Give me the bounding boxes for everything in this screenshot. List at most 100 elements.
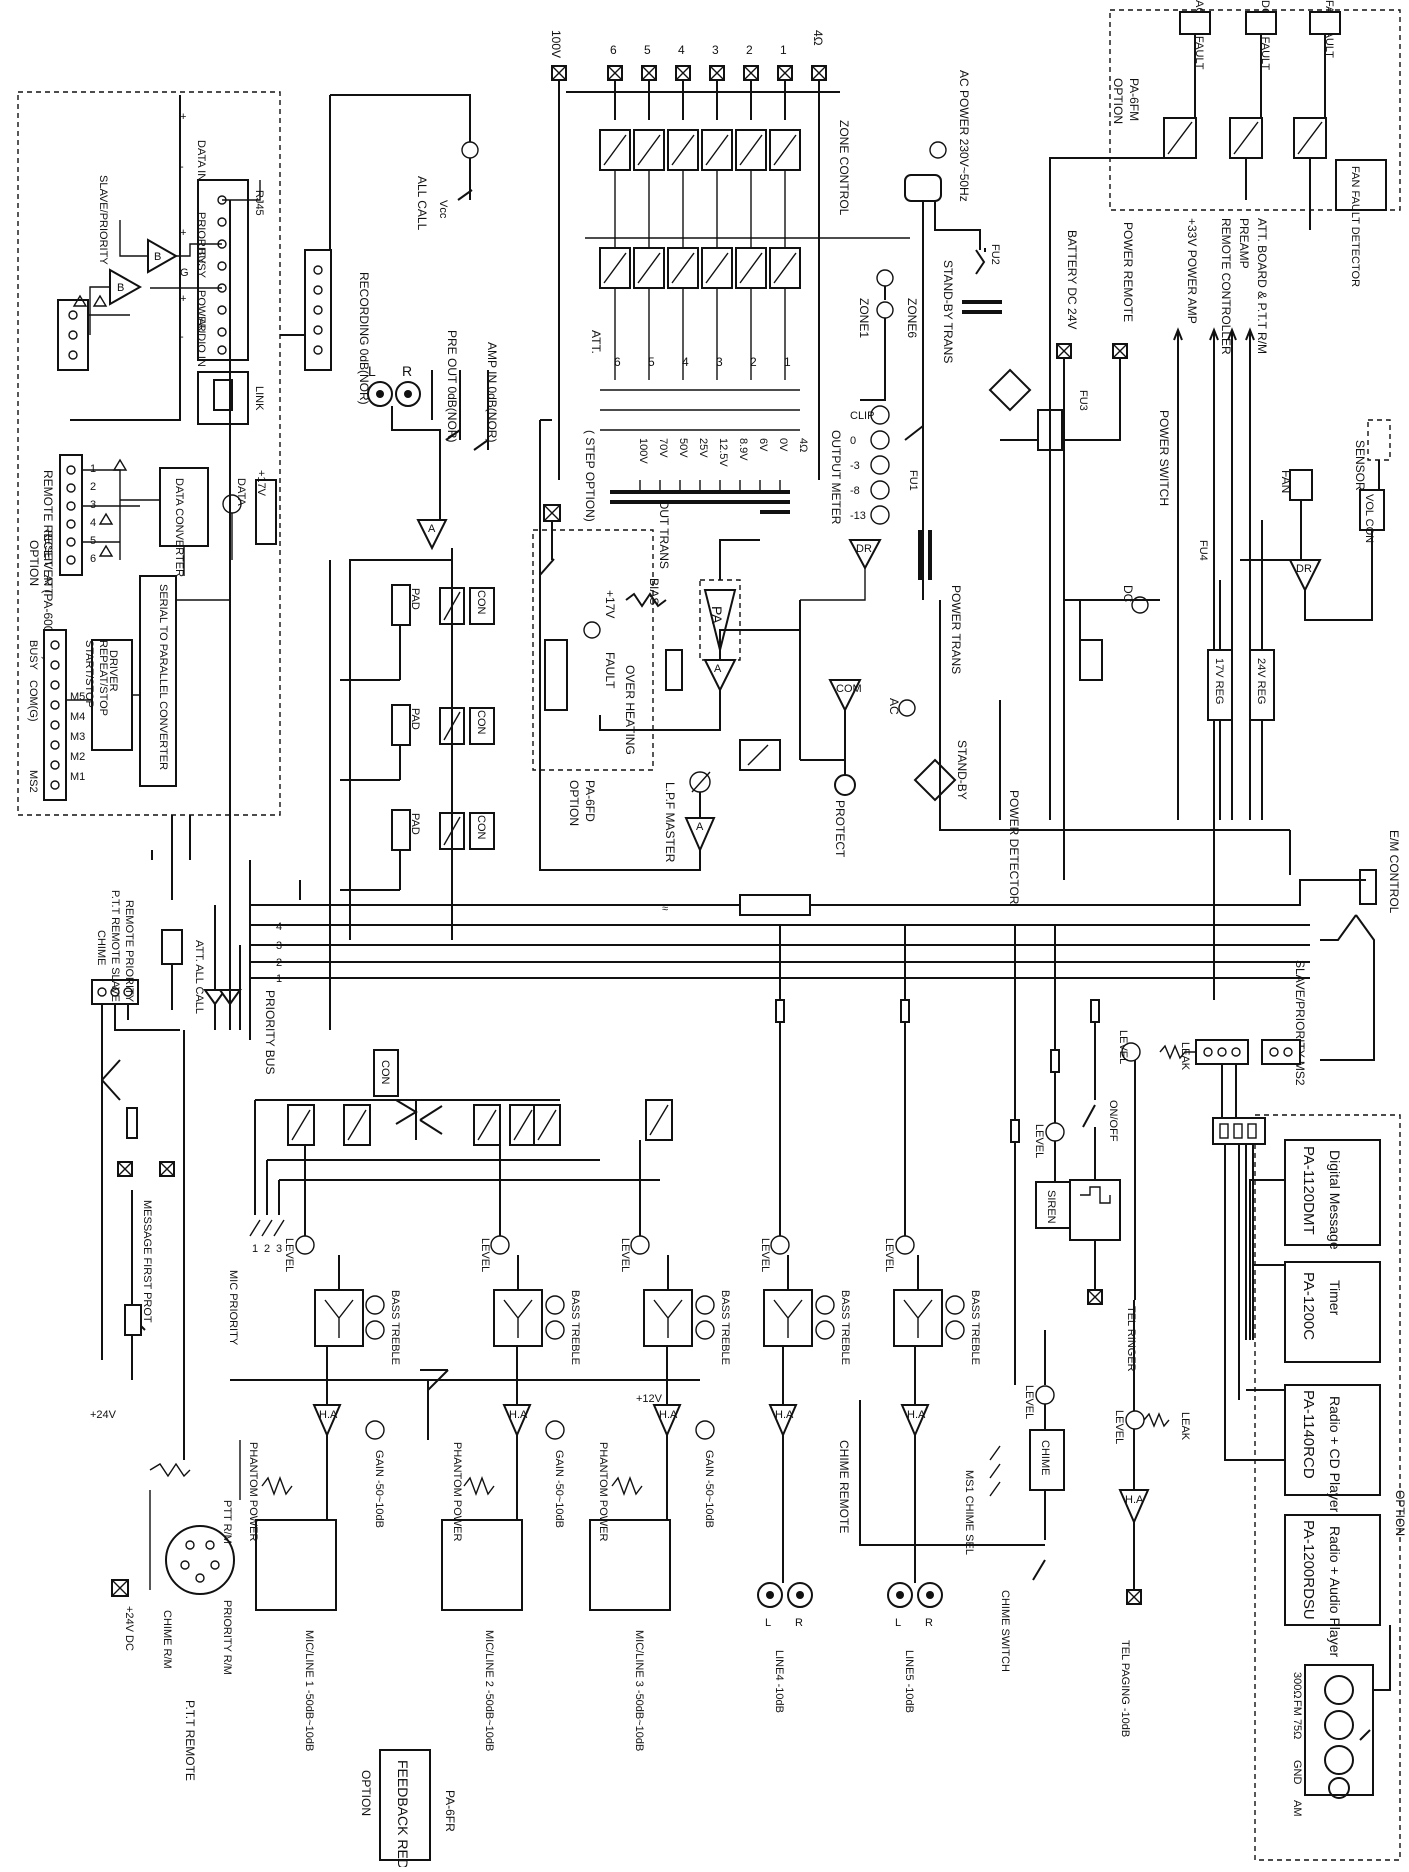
pre-out-label: PRE OUT 0dB(NOR)	[445, 330, 459, 442]
dc-label: DC	[1121, 585, 1135, 603]
svg-text:AM: AM	[1291, 1800, 1303, 1817]
on-off-label: ON/OFF	[1107, 1100, 1119, 1142]
svg-text:LEVEL: LEVEL	[619, 1238, 631, 1272]
svg-text:H.A: H.A	[907, 1409, 926, 1421]
svg-text:H.A: H.A	[1125, 1494, 1144, 1506]
svg-text:6: 6	[90, 553, 96, 565]
svg-text:DR: DR	[1296, 563, 1312, 575]
svg-text:LEVEL: LEVEL	[1113, 1410, 1125, 1444]
remote-priority-label: REMOTE PRIORITY	[123, 900, 135, 1003]
svg-text:PTT R/M: PTT R/M	[221, 1500, 233, 1544]
protect-label: PROTECT	[833, 800, 847, 858]
channel-2: LEVEL BASS TREBLE H.A GAIN -50~10dB MIC/…	[441, 1145, 581, 1751]
svg-text:6: 6	[614, 355, 621, 369]
rectifier-bridge-icon	[988, 368, 1032, 412]
pad-con-3: PAD CON	[391, 809, 495, 851]
svg-text:CON: CON	[475, 710, 487, 735]
telephone-section: ON/OFF TEL RINGER LEVEL LEAK H.A TEL PAG…	[1069, 999, 1191, 1737]
svg-text:-8: -8	[850, 485, 860, 497]
fu1-label: FU1	[907, 470, 919, 491]
chime-section: CHIME REMOTE LEVEL CHIME MS1 CHIME SEL C…	[837, 925, 1065, 1672]
output-meter	[870, 405, 890, 525]
svg-text:CHIME R/M: CHIME R/M	[161, 1610, 173, 1669]
ch4-level-pot-icon	[770, 1235, 790, 1255]
zone6-lamp-icon	[876, 301, 894, 319]
standby-label: STAND-BY	[955, 740, 969, 800]
svg-text:B: B	[154, 251, 161, 263]
svg-text:LEVEL: LEVEL	[1033, 1124, 1045, 1158]
svg-text:SERIAL TO PARALLEL CONVERTER: SERIAL TO PARALLEL CONVERTER	[157, 584, 169, 770]
feedback-option-label: OPTION	[359, 1770, 373, 1816]
svg-text:L: L	[895, 1617, 901, 1629]
ptt-remote-label: P.T.T REMOTE	[183, 1700, 197, 1781]
svg-text:PAD: PAD	[409, 813, 421, 835]
option-modules: OPTION PA-1120DMT Digital Message PA-120…	[1212, 1064, 1407, 1861]
module-pa-1200c: PA-1200C Timer	[1284, 1261, 1381, 1363]
svg-text:PA-1200RDSU: PA-1200RDSU	[1300, 1520, 1317, 1620]
pin-audio-in: AUDIO IN	[195, 318, 207, 367]
svg-text:2: 2	[746, 43, 753, 57]
pin-data-in: DATA IN	[195, 140, 207, 181]
chime-block	[1029, 1429, 1065, 1491]
svg-text:Radio + Audio Player: Radio + Audio Player	[1327, 1526, 1343, 1657]
svg-text:4: 4	[276, 921, 282, 933]
reset-att-connector	[59, 454, 83, 576]
svg-text:FM 75Ω: FM 75Ω	[1291, 1700, 1303, 1739]
ch5-level-pot-icon	[895, 1235, 915, 1255]
ch2-level-pot-icon	[490, 1235, 510, 1255]
svg-text:DR: DR	[856, 543, 872, 555]
svg-text:Digital Message: Digital Message	[1327, 1150, 1343, 1250]
svg-text:PA-1120DMT: PA-1120DMT	[1300, 1146, 1317, 1235]
svg-text:M3: M3	[70, 731, 85, 743]
zone-relays-upper	[599, 129, 801, 171]
input-line4: LINE4 -10dB	[773, 1650, 785, 1713]
over-heating-label: OVER HEATING	[623, 665, 637, 755]
ch2-xlr-jack	[441, 1519, 523, 1611]
fu4-label: FU4	[1197, 540, 1209, 561]
svg-text:BASS TREBLE: BASS TREBLE	[719, 1290, 731, 1365]
remote-receiver-option: OPTION REMOTE RECEIVER (PA-6000RC) RJ45 …	[17, 91, 281, 816]
dc-lamp-icon	[1131, 596, 1149, 614]
power-transformer	[918, 530, 922, 580]
tel-paging-level-pot-icon	[1125, 1410, 1145, 1430]
ptt-din-connector	[165, 1525, 235, 1595]
svg-text:DRIVER: DRIVER	[107, 650, 119, 692]
svg-text:A: A	[696, 821, 704, 833]
siren-level-pot-icon	[1045, 1122, 1065, 1142]
svg-text:MIC PRIORITY: MIC PRIORITY	[227, 1270, 239, 1346]
svg-text:2: 2	[264, 1243, 270, 1255]
svg-text:BASS TREBLE: BASS TREBLE	[569, 1290, 581, 1365]
svg-text:CHIME: CHIME	[1039, 1440, 1051, 1475]
svg-text:L: L	[368, 363, 376, 379]
ctrl-com: COM(G)	[27, 680, 39, 722]
ground-symbol-icon	[929, 141, 947, 159]
input-line5: LINE5 -10dB	[903, 1650, 915, 1713]
channel-5: LEVEL BASS TREBLE H.A L R LINE5 -10dB	[883, 925, 981, 1713]
feedback-reduction-block	[379, 1749, 431, 1861]
svg-text:MESSAGE FIRST PROT: MESSAGE FIRST PROT	[141, 1200, 153, 1323]
em-control-label: E/M CONTROL	[1387, 830, 1401, 914]
svg-text:CON: CON	[475, 815, 487, 840]
svg-text:PA-1140RCD: PA-1140RCD	[1300, 1390, 1317, 1479]
bus-fuse	[739, 894, 811, 916]
pa-6fm-option-label: OPTION	[1111, 78, 1125, 124]
option-pa6fm: OPTION PA-6FM AC FU FAULT DC FU FAULT FA…	[1049, 0, 1401, 820]
svg-text:1: 1	[90, 463, 96, 475]
chime-ptt-connector	[91, 979, 139, 1005]
svg-text:PRIORITY R/M: PRIORITY R/M	[221, 1600, 233, 1675]
svg-text:A: A	[714, 663, 722, 675]
svg-text:+24V: +24V	[90, 1409, 117, 1421]
rr-amp-1	[147, 238, 179, 274]
v17-label: +17V	[603, 590, 617, 618]
recording-label: RECORDING 0dB(NOR)	[357, 272, 371, 405]
fault-label: FAULT	[603, 652, 617, 689]
zone-control-label: ZONE CONTROL	[837, 120, 851, 216]
svg-text:DATA CONVERTER: DATA CONVERTER	[173, 478, 185, 577]
svg-text:+17V: +17V	[255, 470, 267, 497]
svg-text:2: 2	[90, 481, 96, 493]
preamp-label: PREAMP	[1237, 218, 1251, 269]
channel-1: LEVEL BASS TREBLE H.A GAIN -50~10dB MIC/…	[255, 1145, 401, 1751]
svg-text:CLIP: CLIP	[850, 410, 874, 422]
fault-relay	[544, 639, 568, 711]
